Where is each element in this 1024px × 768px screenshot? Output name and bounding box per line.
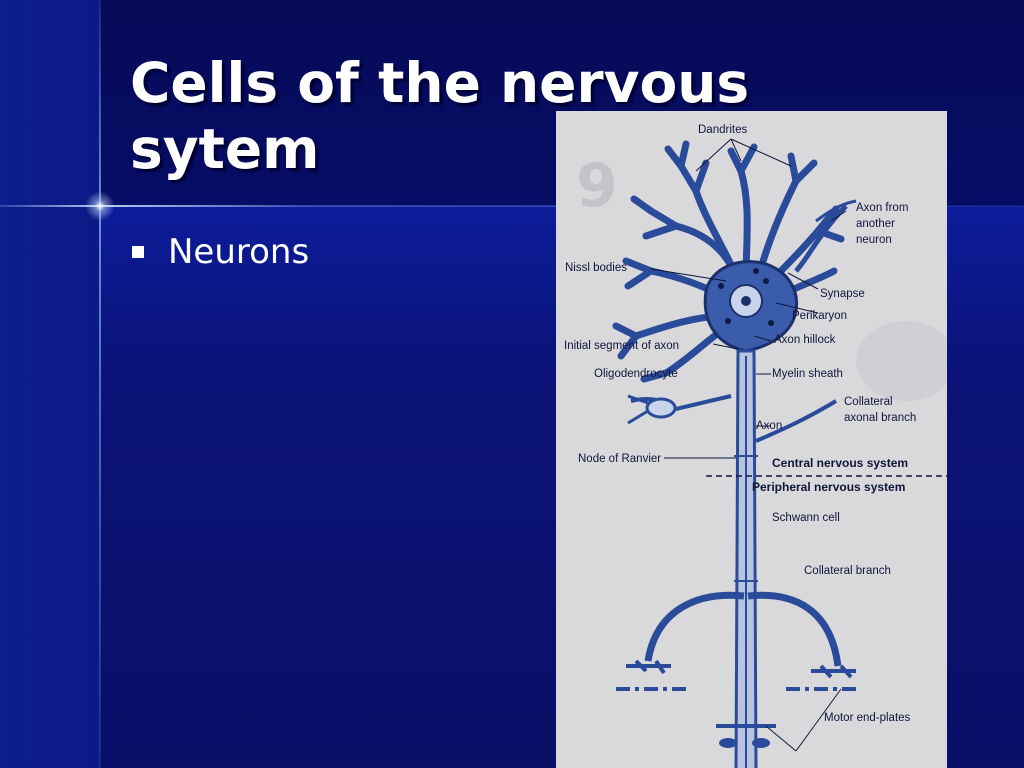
slide-left-panel [0, 0, 100, 768]
label-motor-end-plates: Motor end-plates [824, 712, 911, 724]
label-axon-from-3: neuron [856, 234, 892, 246]
label-central-nervous-system: Central nervous system [772, 456, 908, 470]
slide-title: Cells of the nervous sytem [130, 51, 750, 181]
label-peripheral-nervous-system: Peripheral nervous system [752, 480, 905, 494]
bullet-text: Neurons [168, 232, 310, 272]
label-axon: Axon [756, 420, 782, 432]
label-leader-lines [650, 138, 847, 752]
neuron-diagram: 9 [556, 111, 947, 768]
label-myelin-sheath: Myelin sheath [772, 368, 843, 380]
cell-body-drawing [703, 260, 798, 353]
label-node-of-ranvier: Node of Ranvier [578, 453, 661, 465]
label-axon-hillock: Axon hillock [774, 334, 836, 346]
label-initial-segment: Initial segment of axon [564, 340, 679, 352]
square-bullet-icon [132, 246, 144, 258]
label-schwann-cell: Schwann cell [772, 512, 840, 524]
axon-drawing [734, 349, 758, 768]
decorative-horizontal-line [0, 205, 1024, 207]
label-oligodendrocyte: Oligodendrocyte [594, 368, 678, 380]
label-collateral-1: Collateral [844, 396, 893, 408]
label-collateral-branch: Collateral branch [804, 565, 891, 577]
neuron-diagram-svg: 9 [556, 111, 947, 768]
label-collateral-2: axonal branch [844, 412, 916, 424]
collateral-branches-drawing [644, 591, 842, 667]
motor-end-plates-drawing [616, 659, 861, 748]
label-axon-from-2: another [856, 218, 895, 230]
label-synapse: Synapse [820, 288, 865, 300]
label-nissl-bodies: Nissl bodies [565, 262, 627, 274]
label-dendrites: Dandrites [698, 124, 747, 136]
sparkle-decoration [85, 191, 115, 221]
label-axon-from-1: Axon from [856, 202, 908, 214]
bullet-list: Neurons [132, 232, 532, 272]
bullet-item-neurons: Neurons [132, 232, 532, 272]
decorative-vertical-line [99, 0, 101, 768]
label-perikaryon: Perikaryon [792, 310, 847, 322]
svg-text:9: 9 [576, 151, 618, 221]
oligodendrocyte-drawing [627, 394, 732, 425]
